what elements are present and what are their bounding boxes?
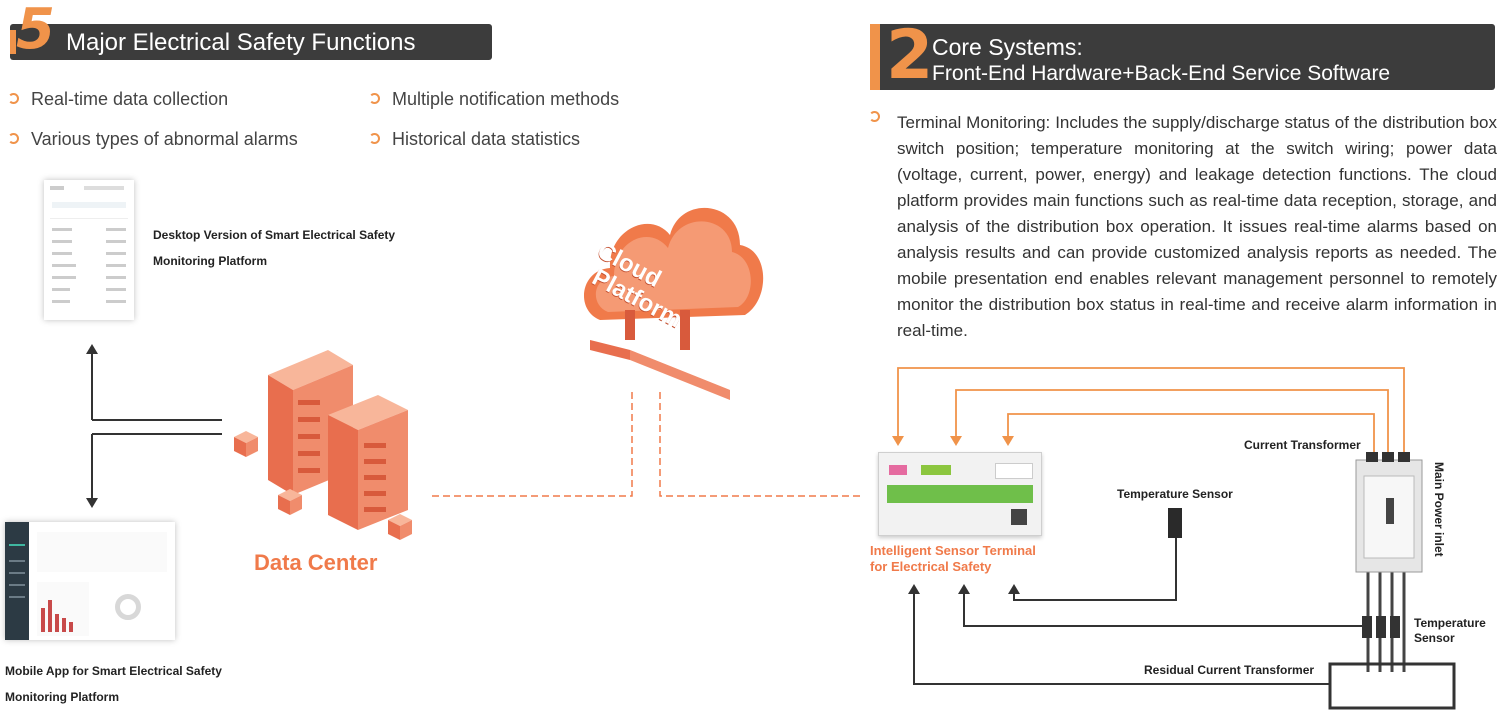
- residual-current-transformer-box: [1328, 662, 1456, 710]
- header-accent-bar: [870, 24, 880, 90]
- header-title-line1: Core Systems:: [932, 34, 1083, 60]
- bullet-icon: [8, 133, 19, 144]
- bullet-icon: [369, 133, 380, 144]
- left-header: 5 Major Electrical Safety Functions: [10, 2, 492, 60]
- desktop-platform-screenshot: [44, 180, 134, 320]
- sensor-terminal-device: [878, 452, 1042, 536]
- bullet-item: Real-time data collection: [8, 89, 228, 110]
- header-title-line2: Front-End Hardware+Back-End Service Soft…: [932, 62, 1391, 85]
- main-power-inlet-label: Main Power inlet: [1432, 462, 1446, 557]
- header-number: 2: [886, 16, 934, 95]
- mobile-app-screenshot: [5, 522, 175, 640]
- description-text: Terminal Monitoring: Includes the supply…: [897, 113, 1497, 340]
- bullet-icon: [869, 111, 880, 122]
- mobile-label: Mobile App for Smart Electrical Safety M…: [5, 664, 222, 704]
- bullet-item: Various types of abnormal alarms: [8, 129, 298, 150]
- data-center-label: Data Center: [254, 550, 378, 575]
- temperature-sensor-bottom-label: Temperature Sensor: [1414, 616, 1486, 645]
- bullet-item: Historical data statistics: [369, 129, 580, 150]
- header-number: 5: [16, 0, 55, 62]
- residual-current-transformer-label: Residual Current Transformer: [1144, 663, 1315, 677]
- data-center-servers-icon: [234, 350, 412, 540]
- bullet-icon: [369, 93, 380, 104]
- right-header: 2 Core Systems: Front-End Hardware+Back-…: [870, 16, 1495, 95]
- header-accent-bar: [10, 30, 16, 54]
- temperature-sensor-label: Temperature Sensor: [1117, 487, 1233, 501]
- description-bullet: [869, 111, 892, 123]
- terminal-label: Intelligent Sensor Terminal for Electric…: [870, 543, 1036, 574]
- desktop-label: Desktop Version of Smart Electrical Safe…: [153, 228, 396, 268]
- bullet-icon: [8, 93, 19, 104]
- cloud-platform-icon: [583, 207, 764, 400]
- bullet-item: Multiple notification methods: [369, 89, 619, 110]
- temperature-sensor-probe: [1168, 508, 1182, 538]
- current-transformer-label: Current Transformer: [1244, 438, 1361, 452]
- header-title: Major Electrical Safety Functions: [66, 29, 416, 56]
